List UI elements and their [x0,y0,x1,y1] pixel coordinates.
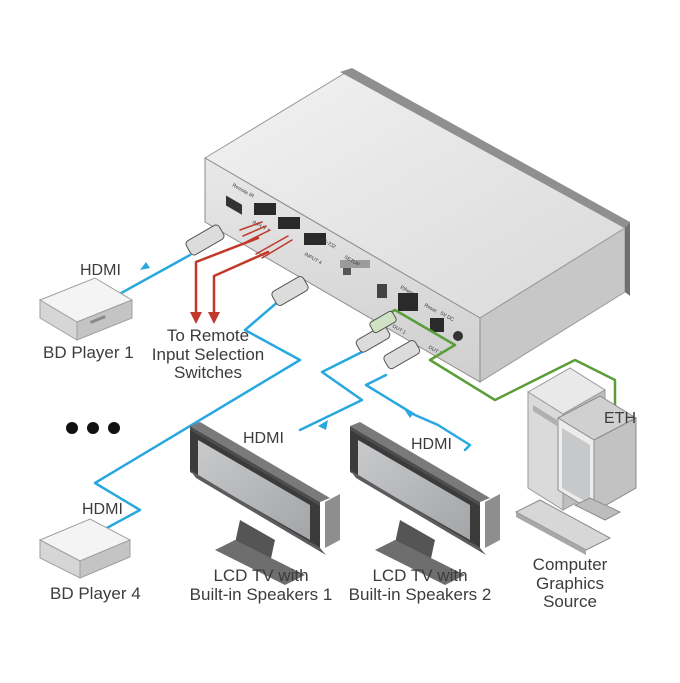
hdmi-connectors [185,224,421,370]
tv1-label: LCD TV with Built-in Speakers 1 [178,566,344,604]
eth-cable [370,308,617,420]
tv2-label: LCD TV with Built-in Speakers 2 [340,566,500,604]
tv2-label-line-2: Built-in Speakers 2 [348,584,492,604]
hdmi-label-tv1: HDMI [243,430,284,447]
bd-player-1-label: BD Player 1 [43,343,134,362]
hdmi-cable-bd4 [93,298,302,532]
bd-player-4 [38,518,132,579]
switcher-device: Remote IR INPUT 1 INPUT 4 RS-232 SETUP E… [204,68,630,383]
lcd-tv-2 [350,422,500,585]
bd-player-1 [38,277,134,341]
remote-wire-2 [212,250,270,320]
remote-wire-1 [194,236,260,320]
remote-label-line-3: Switches [173,363,243,383]
tv1-label-line-1: LCD TV with [213,566,309,585]
remote-label-line-2: Input Selection [151,344,265,364]
hdmi-cable-tv2 [364,373,472,452]
hdmi-label-bd4: HDMI [82,501,123,518]
bd-player-4-label: BD Player 4 [50,584,141,603]
hdmi-label-bd1: HDMI [80,262,121,279]
hdmi-label-tv2: HDMI [411,436,452,453]
eth-label: ETH [604,410,636,427]
lcd-tv-1 [190,422,340,585]
computer-label-line-2: Graphics [535,573,605,593]
computer [514,367,638,555]
more-players-dots [66,422,120,434]
computer-label: Computer Graphics Source [520,555,620,612]
remote-switches-label: To Remote Input Selection Switches [140,326,276,383]
hdmi-cable-tv1 [298,350,364,432]
computer-label-line-1: Computer [532,555,608,574]
tv1-label-line-2: Built-in Speakers 1 [189,584,333,604]
remote-label-line-1: To Remote [166,326,250,345]
computer-label-line-3: Source [543,592,597,612]
tv2-label-line-1: LCD TV with [372,566,468,585]
